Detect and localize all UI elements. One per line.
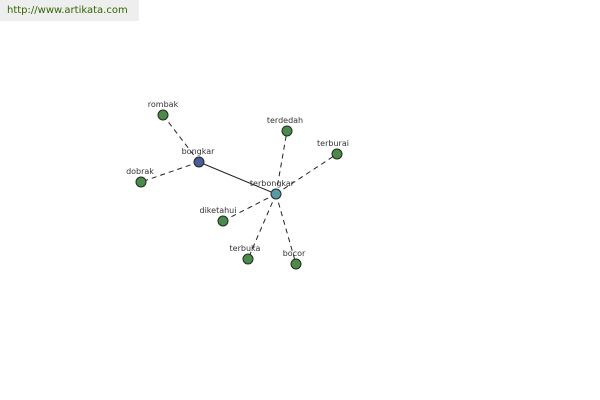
node-terburai[interactable]: [331, 148, 343, 160]
edge-terbongkar-terdedah: [275, 130, 288, 195]
node-terdedah[interactable]: [281, 125, 293, 137]
edge-terbongkar-terburai: [275, 153, 338, 195]
node-bocor[interactable]: [290, 258, 302, 270]
edges-layer: [140, 114, 338, 265]
node-label-rombak: rombak: [148, 100, 179, 109]
source-url-text[interactable]: http://www.artikata.com: [7, 5, 128, 16]
node-label-terburai: terburai: [317, 139, 349, 148]
edge-terbongkar-terbuka: [247, 193, 277, 260]
node-label-diketahui: diketahui: [200, 206, 237, 215]
node-label-bocor: bocor: [283, 249, 306, 258]
node-label-terbuka: terbuka: [230, 244, 261, 253]
edge-bongkar-rombak: [162, 114, 200, 163]
node-rombak[interactable]: [157, 109, 169, 121]
node-label-dobrak: dobrak: [126, 167, 154, 176]
node-dobrak[interactable]: [135, 176, 147, 188]
edge-terbongkar-bocor: [275, 193, 297, 265]
edge-terbongkar-diketahui: [222, 193, 277, 222]
node-label-terbongkar: terbongkar: [250, 179, 295, 188]
node-terbongkar[interactable]: [270, 188, 282, 200]
edge-bongkar-dobrak: [140, 161, 200, 183]
node-diketahui[interactable]: [217, 215, 229, 227]
node-label-terdedah: terdedah: [267, 116, 303, 125]
source-url-banner: http://www.artikata.com: [0, 0, 139, 21]
node-bongkar[interactable]: [193, 156, 205, 168]
node-label-bongkar: bongkar: [182, 147, 216, 156]
edge-bongkar-terbongkar: [198, 161, 277, 195]
nodes-layer: [135, 109, 343, 270]
labels-layer: bongkar terbongkar rombak dobrak terdedah ter…: [126, 100, 349, 258]
node-terbuka[interactable]: [242, 253, 254, 265]
